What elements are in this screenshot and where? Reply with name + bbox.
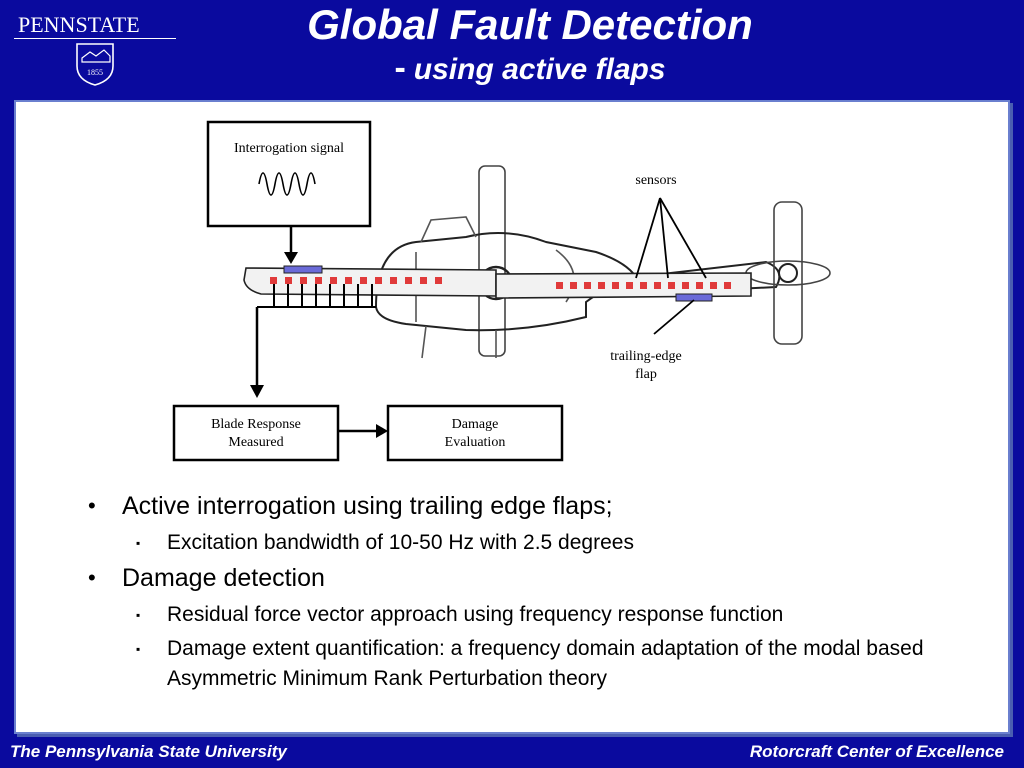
flap-pointer-line xyxy=(653,299,695,335)
sensor-square xyxy=(696,282,703,289)
footer-center: Rotorcraft Center of Excellence xyxy=(749,742,1004,761)
blade-response-line1: Blade Response xyxy=(211,417,301,432)
interrogation-flap xyxy=(283,265,323,274)
sensor-square xyxy=(390,277,397,284)
sensor-square xyxy=(724,282,731,289)
flap-label-line1: trailing-edge xyxy=(610,349,682,364)
bullet-text: Damage detection xyxy=(122,564,325,592)
sensor-strip-left xyxy=(270,277,442,284)
sensor-square xyxy=(612,282,619,289)
arrowhead-icon xyxy=(376,424,388,438)
blade-response-line2: Measured xyxy=(228,435,283,450)
damage-evaluation-box xyxy=(386,404,564,462)
bullet-dot-icon: • xyxy=(88,493,96,518)
shield-icon: 1855 xyxy=(76,43,114,86)
bullet-item: • Active interrogation using trailing edg… xyxy=(86,490,966,522)
bullet-item: • Damage detection xyxy=(86,562,966,594)
logo-year: 1855 xyxy=(87,68,103,77)
arrowhead-icon xyxy=(284,252,298,264)
content-panel: Interrogation signal sensors trailing-ed… xyxy=(14,100,1010,734)
sub-bullet-text: Damage extent quantification: a frequenc… xyxy=(167,637,924,690)
interrogation-signal-label: Interrogation signal xyxy=(234,141,344,156)
damage-evaluation-line1: Damage xyxy=(452,417,499,432)
rotor-blade-right xyxy=(495,272,752,299)
sensor-strip-right xyxy=(556,282,731,289)
footer-university: The Pennsylvania State University xyxy=(10,742,287,761)
sensor-square xyxy=(270,277,277,284)
sensor-square xyxy=(682,282,689,289)
sensor-square xyxy=(598,282,605,289)
sub-bullet-item: ▪ Excitation bandwidth of 10-50 Hz with 2… xyxy=(86,528,966,558)
sensor-square xyxy=(570,282,577,289)
sensor-square xyxy=(315,277,322,284)
sensor-square xyxy=(405,277,412,284)
sub-bullet-item: ▪ Damage extent quantification: a frequen… xyxy=(86,634,966,694)
sensor-square xyxy=(654,282,661,289)
sensors-label: sensors xyxy=(635,173,676,188)
sensor-square xyxy=(584,282,591,289)
sensor-square xyxy=(668,282,675,289)
sub-bullet-text: Excitation bandwidth of 10-50 Hz with 2.… xyxy=(167,531,634,554)
pennstate-logo: PENNSTATE 1855 xyxy=(14,8,179,88)
sensor-square xyxy=(435,277,442,284)
sensor-square xyxy=(345,277,352,284)
bullet-text: Active interrogation using trailing edge… xyxy=(122,492,613,520)
sensor-square xyxy=(330,277,337,284)
trailing-edge-flap xyxy=(675,293,713,302)
subtitle-text: using active flaps xyxy=(413,53,666,86)
square-bullet-icon: ▪ xyxy=(136,608,141,622)
sensor-pointer-lines xyxy=(635,197,707,279)
footer: The Pennsylvania State University Rotorc… xyxy=(0,738,1024,768)
sub-bullet-item: ▪ Residual force vector approach using fr… xyxy=(86,600,966,630)
sensor-square xyxy=(360,277,367,284)
square-bullet-icon: ▪ xyxy=(136,642,141,656)
sensor-square xyxy=(556,282,563,289)
subtitle-dash: - xyxy=(394,49,406,87)
sensor-square xyxy=(710,282,717,289)
damage-evaluation-line2: Evaluation xyxy=(445,435,506,450)
rotor-blade-left xyxy=(243,267,497,297)
sensor-square xyxy=(285,277,292,284)
helicopter-illustration xyxy=(374,165,831,359)
slide-title: Global Fault Detection xyxy=(307,1,753,48)
fault-detection-diagram: Interrogation signal sensors trailing-ed… xyxy=(172,120,831,462)
arrowhead-icon xyxy=(250,385,264,398)
logo-rule xyxy=(14,38,176,39)
blade-response-box xyxy=(172,404,340,462)
sensor-square xyxy=(640,282,647,289)
sensor-square xyxy=(300,277,307,284)
sensor-lead-wires xyxy=(270,284,376,308)
square-bullet-icon: ▪ xyxy=(136,536,141,550)
sensor-square xyxy=(626,282,633,289)
interrogation-signal-box xyxy=(206,120,372,228)
sensor-square xyxy=(420,277,427,284)
sine-wave-icon xyxy=(258,172,316,196)
sensor-square xyxy=(375,277,382,284)
bullet-dot-icon: • xyxy=(88,565,96,590)
sub-bullet-text: Residual force vector approach using fre… xyxy=(167,603,784,626)
flap-label-line2: flap xyxy=(635,367,657,382)
logo-wordmark: PENNSTATE xyxy=(18,12,140,37)
slide-subtitle: -using active flaps xyxy=(190,51,870,87)
bullet-list: • Active interrogation using trailing edg… xyxy=(86,490,966,698)
